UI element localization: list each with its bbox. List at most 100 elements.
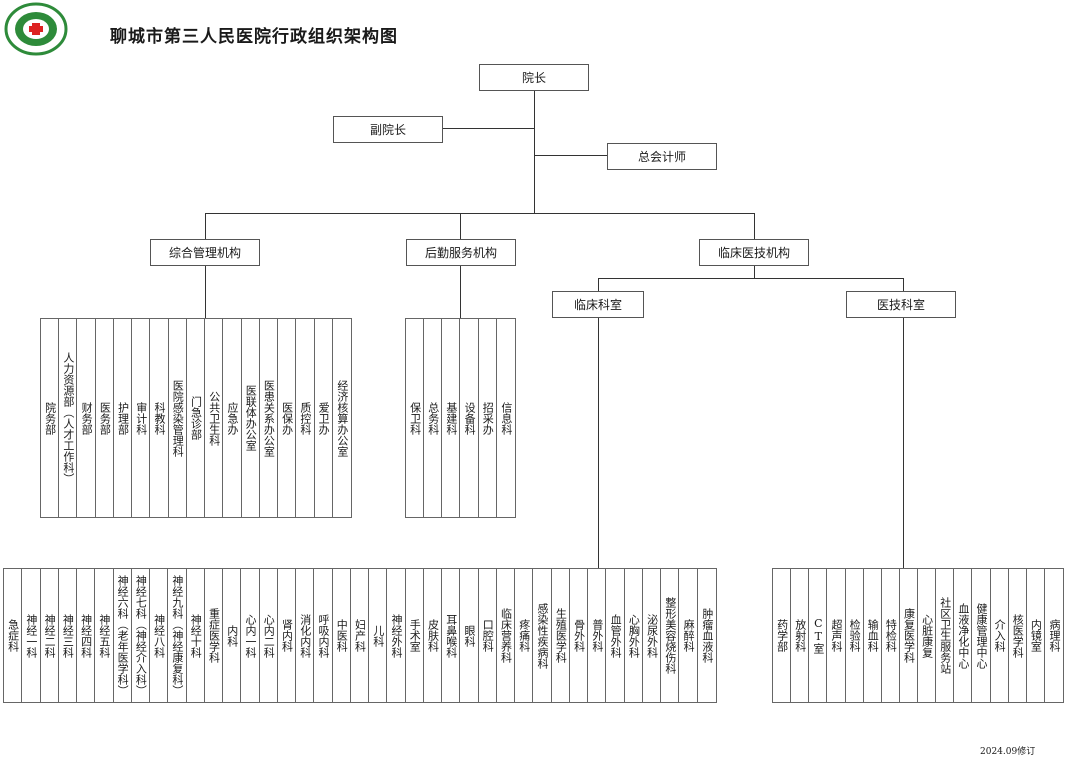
dept-cell: 消化内科 (296, 569, 315, 702)
dept-label: 骨外科 (572, 619, 586, 652)
dept-cell: 病理科 (1045, 569, 1063, 702)
connector (205, 213, 754, 214)
dept-cell: 泌尿外科 (643, 569, 662, 702)
dept-cell: 神经十科 (187, 569, 205, 702)
medtech-box: 医技科室 (846, 291, 956, 318)
dept-label: 设备科 (463, 401, 477, 435)
dept-cell: 血管外科 (606, 569, 625, 702)
dept-cell: 公共卫生科 (205, 319, 224, 517)
medtech-label: 医技科室 (876, 298, 925, 312)
dept-label: 感染性疾病科 (536, 602, 550, 669)
dept-label: 核医学科 (1011, 613, 1025, 658)
dept-label: 重症医学科 (207, 608, 221, 663)
dept-label: CT室 (811, 617, 825, 654)
dept-label: 消化内科 (298, 613, 312, 658)
dept-cell: 保卫科 (406, 319, 425, 517)
dept-label: 神经二科 (43, 613, 57, 658)
dept-cell: 神经外科 (387, 569, 406, 702)
dept-label: 神经三科 (61, 613, 75, 658)
dept-label: 神经十科 (189, 613, 203, 658)
dept-cell: CT室 (809, 569, 828, 702)
dept-label: 口腔科 (481, 619, 495, 652)
dept-cell: 心脏康复 (918, 569, 937, 702)
dept-cell: 眼科 (460, 569, 479, 702)
dept-label: 肿瘤血液科 (700, 608, 714, 663)
dept-cell: 招采办 (479, 319, 497, 517)
dept-cell: 应急办 (223, 319, 242, 517)
clinical-box: 临床科室 (552, 291, 644, 318)
admin-dept-group: 院务部人力资源部（人才工作科）财务部医务部护理部审计科科教科医院感染管理科门急诊… (40, 318, 352, 518)
logistics-branch-box: 后勤服务机构 (406, 239, 516, 266)
connector (754, 213, 755, 239)
dept-cell: 院务部 (41, 319, 60, 517)
dept-cell: 爱卫办 (315, 319, 333, 517)
connector (460, 213, 461, 239)
dept-label: 医院感染管理科 (171, 379, 185, 457)
dept-cell: 疼痛科 (515, 569, 534, 702)
connector (598, 318, 599, 568)
dept-label: 眼科 (463, 624, 477, 647)
admin-branch-label: 综合管理机构 (168, 246, 241, 260)
dept-cell: 内科 (223, 569, 242, 702)
dept-label: 神经外科 (390, 613, 403, 658)
vice-president-box: 副院长 (333, 116, 443, 143)
dept-label: 医务部 (98, 401, 112, 435)
page-title: 聊城市第三人民医院行政组织架构图 (110, 27, 398, 47)
dept-cell: 医务部 (96, 319, 114, 517)
dept-cell: 护理部 (114, 319, 133, 517)
dept-label: 耳鼻喉科 (444, 613, 458, 658)
dept-label: 护理部 (116, 401, 130, 435)
dept-label: 病理科 (1047, 619, 1061, 652)
dept-cell: 介入科 (991, 569, 1009, 702)
connector (534, 91, 535, 213)
clinical-tech-branch-box: 临床医技机构 (699, 239, 809, 266)
clinical-label: 临床科室 (573, 298, 622, 312)
dept-cell: 健康管理中心 (972, 569, 991, 702)
dept-cell: 麻醉科 (679, 569, 698, 702)
dept-label: 基建科 (444, 401, 458, 435)
dept-label: 门急诊部 (189, 396, 203, 440)
dept-label: 皮肤科 (426, 619, 440, 652)
dept-label: 总务科 (426, 401, 440, 435)
dept-label: 妇产科 (353, 619, 367, 652)
dept-label: 中医科 (335, 619, 349, 652)
dept-cell: 质控科 (296, 319, 315, 517)
dept-label: 神经一科 (24, 613, 38, 658)
dept-cell: 神经三科 (59, 569, 78, 702)
dept-cell: 神经四科 (77, 569, 96, 702)
dept-cell: 肿瘤血液科 (698, 569, 716, 702)
dept-cell: 血液净化中心 (954, 569, 973, 702)
dept-cell: 人力资源部（人才工作科） (59, 319, 78, 517)
dept-cell: 康复医学科 (900, 569, 918, 702)
dept-label: 社区卫生服务站 (938, 597, 952, 674)
dept-cell: 神经九科（神经康复科） (168, 569, 187, 702)
dept-label: 心胸外科 (627, 613, 641, 658)
dept-label: 神经七科（神经介入科） (134, 575, 148, 696)
admin-branch-box: 综合管理机构 (150, 239, 260, 266)
dept-label: 检验科 (848, 619, 862, 652)
dept-cell: 普外科 (588, 569, 607, 702)
dept-cell: 皮肤科 (424, 569, 443, 702)
dept-cell: 检验科 (846, 569, 864, 702)
president-box: 院长 (479, 64, 589, 91)
dept-label: 疼痛科 (517, 619, 531, 652)
dept-cell: 妇产科 (351, 569, 370, 702)
dept-cell: 骨外科 (570, 569, 589, 702)
dept-label: 质控科 (298, 401, 312, 435)
dept-cell: 医患关系办公室 (260, 319, 279, 517)
dept-label: 信息科 (499, 401, 513, 435)
dept-label: 生殖医学科 (554, 608, 568, 663)
logistics-branch-label: 后勤服务机构 (424, 246, 497, 260)
chief-accountant-label: 总会计师 (637, 150, 686, 164)
dept-cell: 基建科 (442, 319, 461, 517)
dept-cell: 社区卫生服务站 (936, 569, 955, 702)
dept-label: 公共卫生科 (207, 390, 221, 446)
dept-cell: 门急诊部 (187, 319, 206, 517)
dept-cell: 儿科 (369, 569, 388, 702)
dept-label: 介入科 (993, 619, 1007, 652)
dept-label: 超声科 (829, 619, 843, 652)
dept-cell: 肾内科 (278, 569, 297, 702)
hospital-logo (4, 2, 68, 56)
dept-label: 应急办 (225, 401, 239, 435)
dept-cell: 临床营养科 (497, 569, 516, 702)
